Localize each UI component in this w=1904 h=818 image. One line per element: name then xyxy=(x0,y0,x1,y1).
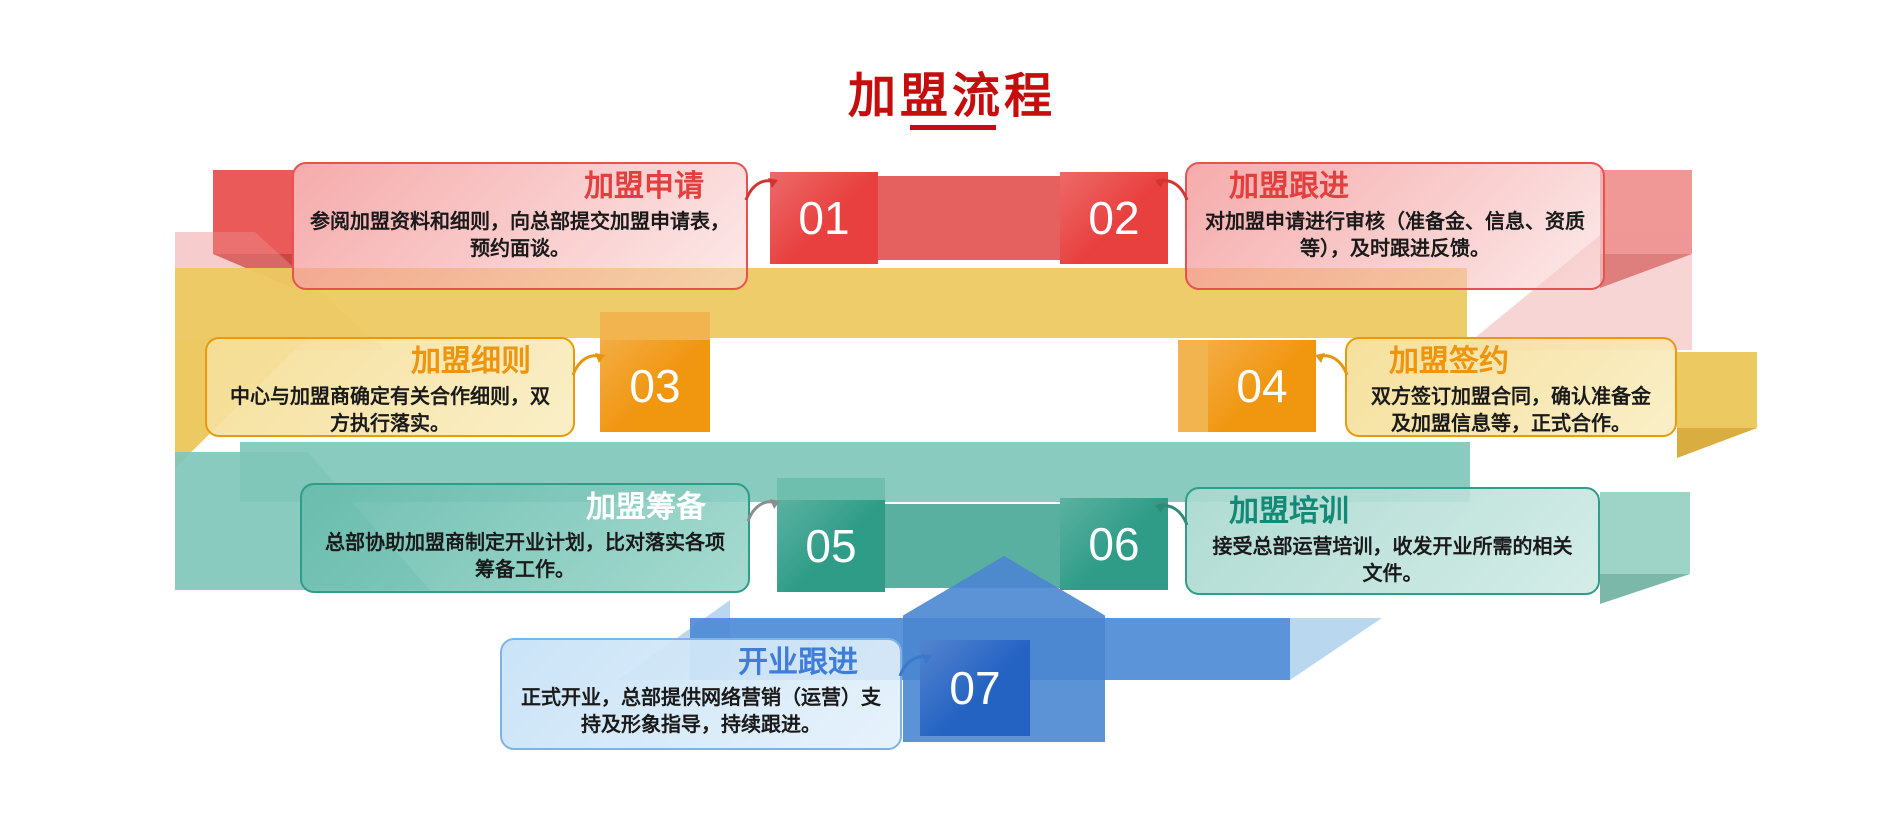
ribbon-teal-right-fold xyxy=(1600,574,1690,604)
step-2-desc: 对加盟申请进行审核（准备金、信息、资质等），及时跟进反馈。 xyxy=(1205,210,1585,260)
ribbon-red-right-tail xyxy=(1600,170,1692,254)
step-number-04: 04 xyxy=(1208,340,1316,432)
step-5-desc: 总部协助加盟商制定开业计划，比对落实各项筹备工作。 xyxy=(325,531,725,581)
page-title: 加盟流程 xyxy=(847,70,1056,123)
step-box-7: 开业跟进 正式开业，总部提供网络营销（运营）支持及形象指导，持续跟进。 xyxy=(500,638,932,750)
ribbon-yellow-fold-above-03 xyxy=(600,312,710,340)
ribbon-teal-right-tail xyxy=(1600,492,1690,574)
step-box-1: 加盟申请 参阅加盟资料和细则，向总部提交加盟申请表，预约面谈。 xyxy=(292,162,778,290)
step-7-title: 开业跟进 xyxy=(738,646,858,679)
step-7-number-label: 07 xyxy=(949,662,1001,714)
step-4-desc: 双方签订加盟合同，确认准备金及加盟信息等，正式合作。 xyxy=(1371,385,1651,435)
step-1-number-label: 01 xyxy=(798,192,850,244)
step-3-title: 加盟细则 xyxy=(411,345,531,378)
arrow-doodle-icon xyxy=(898,654,932,677)
step-2-number-label: 02 xyxy=(1088,192,1140,244)
arrow-doodle-icon xyxy=(571,353,605,376)
step-number-05: 05 xyxy=(777,500,885,592)
ribbon-blue-right-slope xyxy=(1290,618,1382,680)
arrow-doodle-icon xyxy=(744,178,778,201)
arrow-doodle-icon xyxy=(1155,503,1189,526)
ribbon-yellow-right-tail xyxy=(1677,352,1757,428)
step-number-01: 01 xyxy=(770,172,878,264)
step-number-03: 03 xyxy=(600,340,710,432)
step-7-desc: 正式开业，总部提供网络营销（运营）支持及形象指导，持续跟进。 xyxy=(521,686,881,736)
step-1-desc: 参阅加盟资料和细则，向总部提交加盟申请表，预约面谈。 xyxy=(310,210,730,260)
ribbon-teal-banner-05-06 xyxy=(883,504,1063,588)
ribbon-red-left-tail xyxy=(213,170,293,254)
step-4-number-label: 04 xyxy=(1236,360,1288,412)
step-box-4: 加盟签约 双方签订加盟合同，确认准备金及加盟信息等，正式合作。 xyxy=(1315,337,1677,437)
step-5-title: 加盟筹备 xyxy=(586,491,706,524)
step-box-5: 加盟筹备 总部协助加盟商制定开业计划，比对落实各项筹备工作。 xyxy=(300,483,780,593)
title-underline xyxy=(910,125,996,130)
step-box-6: 加盟培训 接受总部运营培训，收发开业所需的相关文件。 xyxy=(1155,487,1600,595)
step-6-desc: 接受总部运营培训，收发开业所需的相关文件。 xyxy=(1212,535,1573,585)
step-3-number-label: 03 xyxy=(629,360,681,412)
ribbon-red-left-fold xyxy=(213,254,293,288)
step-1-title: 加盟申请 xyxy=(584,170,704,203)
step-box-2: 加盟跟进 对加盟申请进行审核（准备金、信息、资质等），及时跟进反馈。 xyxy=(1155,162,1605,290)
step-3-desc: 中心与加盟商确定有关合作细则，双方执行落实。 xyxy=(230,385,550,435)
arrow-doodle-icon xyxy=(1315,353,1349,376)
ribbon-red-right-fold xyxy=(1600,254,1692,288)
step-6-title: 加盟培训 xyxy=(1229,495,1349,528)
arrow-doodle-icon xyxy=(1155,178,1189,201)
step-5-number-label: 05 xyxy=(805,520,857,572)
step-number-06: 06 xyxy=(1060,498,1168,590)
step-number-07: 07 xyxy=(920,640,1030,736)
step-box-3: 加盟细则 中心与加盟商确定有关合作细则，双方执行落实。 xyxy=(205,337,605,437)
step-6-number-label: 06 xyxy=(1088,518,1140,570)
step-2-title: 加盟跟进 xyxy=(1229,170,1349,203)
ribbon-yellow-right-fold xyxy=(1677,428,1757,458)
ribbon-yellow-fold-left-04 xyxy=(1178,340,1208,432)
ribbon-red-banner-01-02 xyxy=(876,176,1062,260)
step-number-02: 02 xyxy=(1060,172,1168,264)
arrow-doodle-icon xyxy=(746,499,780,522)
step-4-title: 加盟签约 xyxy=(1389,345,1509,378)
ribbon-teal-fold-above-05 xyxy=(777,478,885,502)
